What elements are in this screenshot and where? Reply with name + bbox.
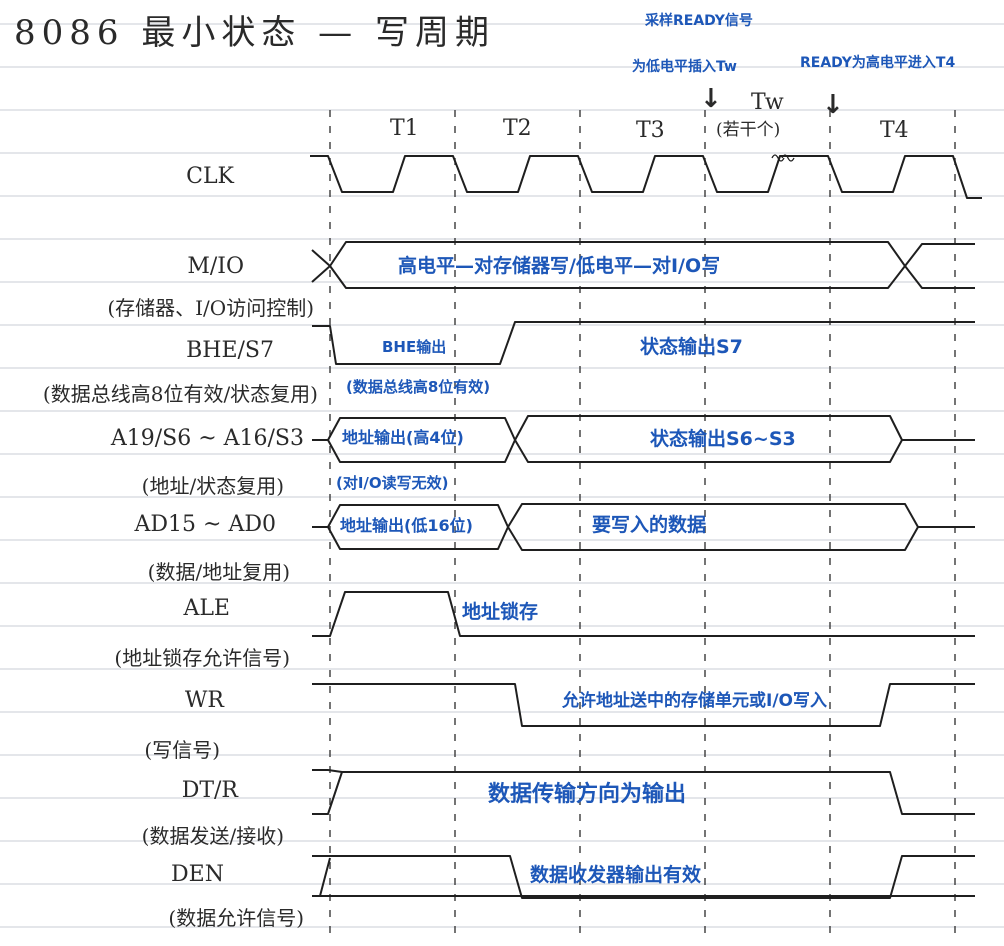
insert-tw-note: 为低电平插入Tw [632,59,737,75]
tw-break-mark [771,154,795,162]
state-label-t2: T2 [503,116,532,141]
page-title: 8086 最小状态 — 写周期 [14,13,495,53]
addr-high-annotation: 地址输出(高4位) [342,428,464,447]
clk-waveform [310,155,982,199]
bhe-output-annotation: BHE输出 [382,338,447,356]
signal-clk-label: CLK [186,164,234,189]
status-s6-s3-annotation: 状态输出S6~S3 [650,428,796,450]
dtr-waveform [312,769,975,815]
bhe-valid-annotation: (数据总线高8位有效) [346,378,491,396]
tw-count-note: (若干个) [716,120,781,140]
ad-waveform [312,503,975,551]
signal-bhe-desc: (数据总线高8位有效/状态复用) [42,382,318,406]
signal-den-desc: (数据允许信号) [168,906,304,930]
signal-bhe-label: BHE/S7 [186,338,274,363]
signal-den-label: DEN [171,862,224,887]
signal-ad-desc: (数据/地址复用) [147,560,290,584]
wr-waveform [312,683,975,727]
signal-dtr-desc: (数据发送/接收) [141,824,284,848]
mio-waveform [311,241,975,289]
arrow-down-icon: ↓ [822,90,844,120]
addr-low-annotation: 地址输出(低16位) [340,516,473,535]
wr-enable-annotation: 允许地址送中的存储单元或I/O写入 [562,691,827,711]
state-label-tw: Tw [751,90,784,115]
arrow-down-icon: ↓ [700,84,722,114]
dtr-annotation: 数据传输方向为输出 [488,782,687,807]
latch-annotation: 地址锁存 [462,601,539,623]
state-label-t3: T3 [636,118,665,143]
data-write-annotation: 要写入的数据 [592,514,707,536]
den-waveform [312,855,975,899]
mio-annotation: 高电平—对存储器写/低电平—对I/O写 [398,255,721,277]
signal-wr-desc: (写信号) [144,738,220,762]
bhe-waveform [312,321,975,365]
status-s7-annotation: 状态输出S7 [640,336,743,358]
ale-waveform [312,591,975,637]
signal-ale-desc: (地址锁存允许信号) [114,646,290,670]
state-label-t4: T4 [880,118,909,143]
ready-sample-note: 采样READY信号 [645,13,753,29]
ready-high-note: READY为高电平进入T4 [800,55,956,71]
io-invalid-annotation: (对I/O读写无效) [336,474,449,492]
signal-mio-label: M/IO [187,254,244,279]
signal-ale-label: ALE [183,596,230,621]
signal-wr-label: WR [184,688,224,713]
state-label-t1: T1 [390,116,419,141]
signal-mio-desc: (存储器、I/O访问控制) [107,296,314,320]
signal-a19-desc: (地址/状态复用) [141,474,284,498]
signal-dtr-label: DT/R [181,778,238,803]
signal-a19-label: A19/S6 ~ A16/S3 [110,426,304,451]
state-boundary-lines [329,110,956,940]
a19-waveform [312,415,975,463]
den-annotation: 数据收发器输出有效 [530,864,702,886]
signal-ad-label: AD15 ~ AD0 [134,512,276,537]
